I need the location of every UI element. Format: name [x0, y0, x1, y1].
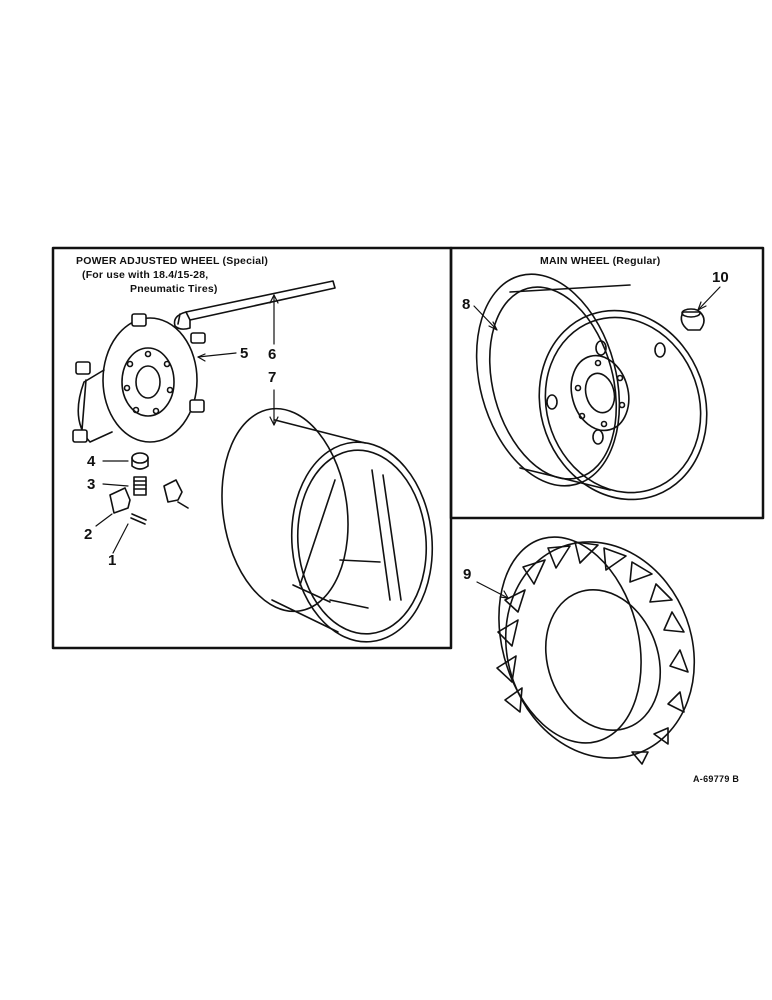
callout-3: 3	[87, 476, 96, 493]
callout-10: 10	[712, 269, 729, 286]
left-panel-subtitle-1: (For use with 18.4/15-28,	[82, 269, 209, 281]
callout-7: 7	[268, 369, 277, 386]
callout-2: 2	[84, 526, 93, 543]
tire-part-9	[496, 536, 696, 765]
callout-4: 4	[87, 453, 96, 470]
power-adjusted-hub-part-5	[72, 313, 206, 443]
nut-part-4	[131, 452, 149, 470]
callout-9: 9	[463, 566, 472, 583]
cap-nut-part-10	[680, 308, 705, 331]
figure-id: A-69779 B	[693, 774, 740, 784]
right-panel-title: MAIN WHEEL (Regular)	[540, 255, 661, 267]
callout-1: 1	[108, 552, 117, 569]
bolt-part-3	[133, 476, 147, 496]
pin-part-1	[130, 501, 189, 525]
callout-8: 8	[462, 296, 471, 313]
left-panel-title: POWER ADJUSTED WHEEL (Special)	[76, 255, 269, 267]
callout-5: 5	[240, 345, 249, 362]
leader-lines	[95, 286, 721, 599]
main-wheel-part-8	[475, 273, 708, 501]
left-panel-subtitle-2: Pneumatic Tires)	[130, 283, 218, 295]
clamp-part-2	[109, 479, 183, 514]
rim-part-7	[221, 407, 434, 643]
wrench-part-6	[173, 280, 336, 330]
right-panel-frame	[449, 246, 765, 520]
callout-6: 6	[268, 346, 277, 363]
